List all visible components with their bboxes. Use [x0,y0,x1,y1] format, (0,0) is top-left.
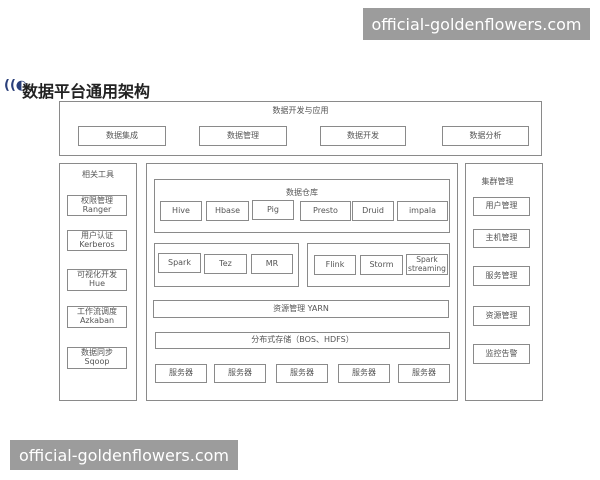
app-item: 数据管理 [199,126,287,146]
tool-product: Azkaban [79,316,115,325]
tool-name: 数据同步 [81,348,113,358]
batch-engine: Tez [204,254,247,274]
warehouse-item: Hive [160,201,202,221]
tool-product: Kerberos [79,239,115,249]
app-item: 数据集成 [78,126,166,146]
batch-engine: Spark [158,253,201,273]
server: 服务器 [214,364,266,383]
tool-name: 用户认证 [81,230,113,240]
warehouse-label: 数据仓库 [286,188,318,197]
tool-name: 工作流调度 [77,307,117,317]
cluster-label: 集群管理 [481,177,514,186]
warehouse-item: Presto [300,201,351,221]
cluster-item: 服务管理 [473,266,530,286]
tool-product: Ranger [82,204,112,214]
tool-product: Sqoop [84,357,110,366]
cluster-item: 资源管理 [473,306,530,326]
storage-layer: 分布式存储（BOS、HDFS） [155,332,450,349]
watermark-bottom: official-goldenflowers.com [10,440,238,470]
batch-engine: MR [251,254,293,274]
logo-icon: ((◐ [4,78,28,93]
stream-engine: Storm [360,255,403,275]
cluster-item: 主机管理 [473,229,530,248]
app-item: 数据分析 [442,126,529,146]
server: 服务器 [338,364,390,383]
warehouse-item: Pig [252,200,294,220]
app-layer-label: 数据开发与应用 [272,106,329,115]
warehouse-item: impala [397,201,448,221]
tools-label: 相关工具 [82,170,114,179]
cluster-item: 监控告警 [473,344,530,364]
server: 服务器 [155,364,207,383]
app-item: 数据开发 [320,126,406,146]
watermark-top: official-goldenflowers.com [363,8,590,40]
cluster-item: 用户管理 [473,197,530,216]
tool-product: Hue [88,279,105,288]
tool-name: 权限管理 [81,195,113,205]
stream-engine: Spark streaming [406,254,448,275]
tool-name: 可视化开发 [77,270,117,280]
yarn-layer: 资源管理 YARN [153,300,449,318]
server: 服务器 [276,364,328,383]
stream-engine: Flink [314,255,356,275]
page-title: 数据平台通用架构 [22,82,151,101]
server: 服务器 [398,364,450,383]
warehouse-item: Druid [352,201,394,221]
warehouse-item: Hbase [206,201,249,221]
